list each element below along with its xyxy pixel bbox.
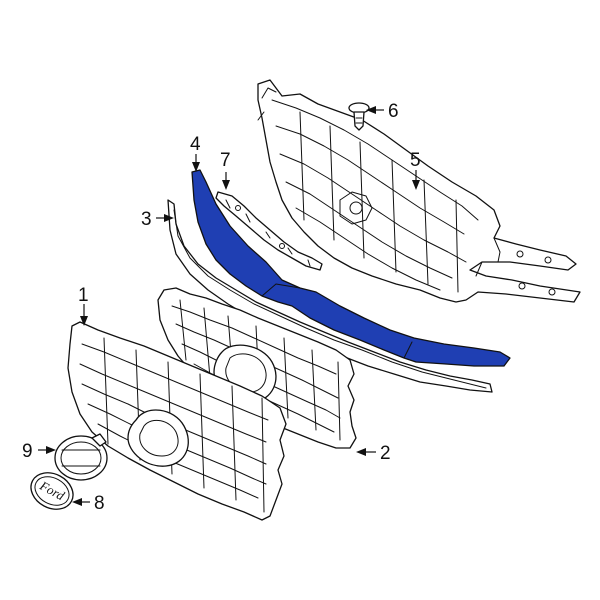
part-9-emblem-mount <box>54 433 108 481</box>
callout-1: 1 <box>78 285 89 326</box>
part-7-bracket <box>215 191 323 271</box>
callout-6: 6 <box>366 101 399 122</box>
callout-9-number: 9 <box>22 441 33 462</box>
part-5-grille-support <box>257 79 581 303</box>
callout-3-number: 3 <box>141 209 152 230</box>
part-1-outer-grille <box>67 321 287 521</box>
callout-5-number: 5 <box>410 150 421 171</box>
part-4-upper-molding-highlighted <box>191 169 511 367</box>
callout-9: 9 <box>22 441 56 462</box>
callout-8: 8 <box>72 493 105 514</box>
callout-2-number: 2 <box>380 443 391 464</box>
callout-2: 2 <box>356 443 391 464</box>
callout-7-number: 7 <box>220 150 231 171</box>
callout-4: 4 <box>190 134 201 172</box>
part-6-push-clip <box>348 102 370 131</box>
callout-7: 7 <box>220 150 231 190</box>
callout-1-number: 1 <box>78 285 89 306</box>
callout-8-number: 8 <box>94 493 105 514</box>
callout-3: 3 <box>141 209 174 230</box>
callout-4-number: 4 <box>190 134 201 155</box>
callout-5: 5 <box>410 150 421 190</box>
part-8-ford-badge: Ford <box>30 472 74 510</box>
callout-6-number: 6 <box>388 101 399 122</box>
